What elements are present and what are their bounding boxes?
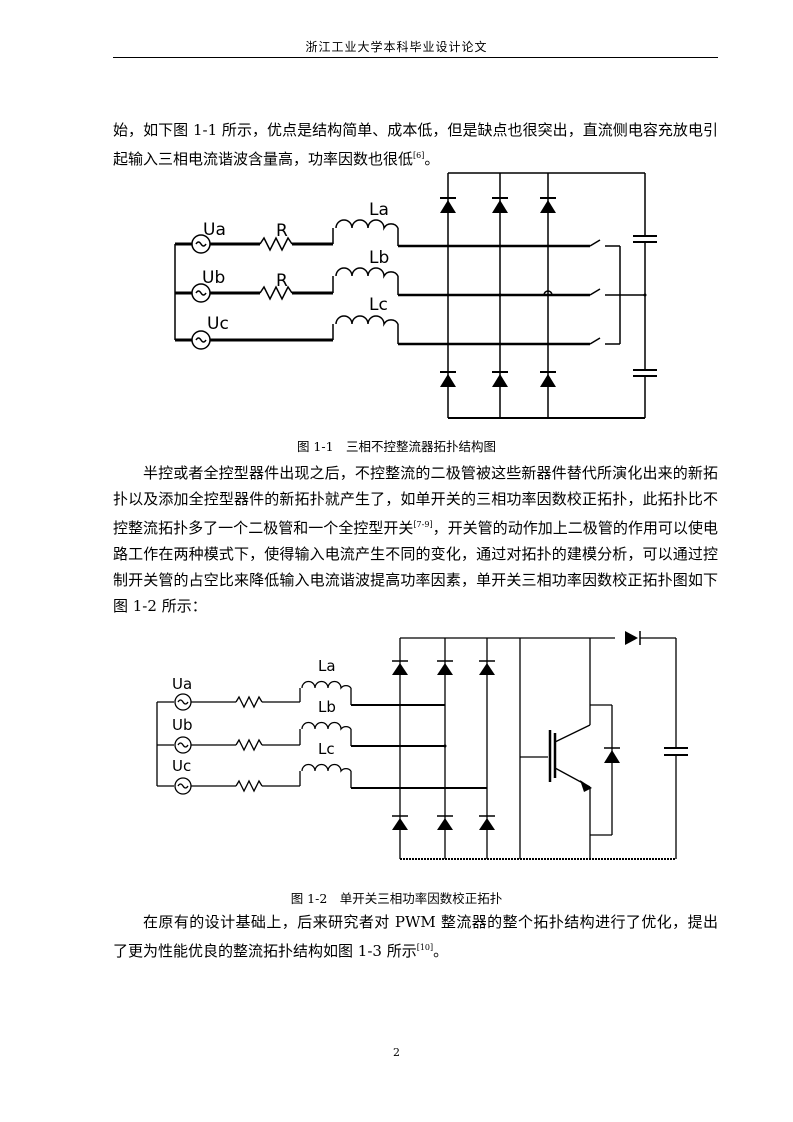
citation-10: [10] xyxy=(416,943,434,952)
label2-lb: Lb xyxy=(318,698,336,716)
diode-upper-2-icon xyxy=(492,197,508,213)
inductor-a2-icon xyxy=(301,680,352,690)
diode2-lower-2-icon xyxy=(437,815,453,830)
diode2-lower-1-icon xyxy=(392,815,408,830)
igbt-arrow-icon xyxy=(580,780,592,792)
diode-lower-1-icon xyxy=(440,371,456,387)
resistor-b2-icon xyxy=(235,738,263,752)
inductor-c2-icon xyxy=(301,763,352,773)
label-lb: Lb xyxy=(369,248,389,268)
header-rule xyxy=(113,57,718,58)
diode2-upper-3-icon xyxy=(479,660,495,675)
figure-1-1-circuit: Ua R La Ub R Lb Uc Lc xyxy=(174,172,657,419)
label-uc: Uc xyxy=(207,314,229,334)
citation-7-9: [7-9] xyxy=(413,520,433,529)
label-ua: Ua xyxy=(203,220,226,240)
paragraph-1-end: 。 xyxy=(424,150,440,168)
diode2-upper-2-icon xyxy=(437,660,453,675)
figure-1-1-caption: 图 1-1 三相不控整流器拓扑结构图 xyxy=(296,439,497,454)
page-header: 浙江工业大学本科毕业设计论文 xyxy=(305,40,488,54)
page-number: 2 xyxy=(393,1046,400,1059)
label2-uc: Uc xyxy=(172,757,191,775)
paragraph-1-text: 始，如下图 1-1 所示，优点是结构简单、成本低，但是缺点也很突出，直流侧电容充… xyxy=(113,121,718,168)
diode2-upper-1-icon xyxy=(392,660,408,675)
diode-upper-3-icon xyxy=(540,197,556,213)
citation-6: [6] xyxy=(413,151,425,160)
paragraph-2: 半控或者全控型器件出现之后，不控整流的二极管被这些新器件替代所演化出来的新拓扑以… xyxy=(113,460,718,619)
resistor-c2-icon xyxy=(235,779,263,793)
resistor-b-icon xyxy=(259,285,293,301)
paragraph-3: 在原有的设计基础上，后来研究者对 PWM 整流器的整个拓扑结构进行了优化，提出了… xyxy=(113,909,718,964)
label2-ub: Ub xyxy=(172,716,193,734)
inductor-c-icon xyxy=(335,315,399,327)
diode-freewheel-icon xyxy=(604,747,620,763)
label2-lc: Lc xyxy=(318,740,335,758)
label-ub: Ub xyxy=(202,268,225,288)
inductor-b2-icon xyxy=(301,721,352,731)
paragraph-3-end: 。 xyxy=(433,942,449,960)
figure-1-2-circuit: Ua Ub Uc La Lb Lc xyxy=(156,631,688,860)
resistor-a-icon xyxy=(259,236,293,252)
paragraph-2-text-a: 半控或者全控型器件出现之后，不控整流的二极管被这些新器件替代所演化出来的新拓扑以… xyxy=(113,464,718,537)
diode2-lower-3-icon xyxy=(479,815,495,830)
diode-boost-icon xyxy=(625,631,641,645)
paragraph-3-text: 在原有的设计基础上，后来研究者对 PWM 整流器的整个拓扑结构进行了优化，提出了… xyxy=(113,913,718,960)
diode-lower-2-icon xyxy=(492,371,508,387)
diode-lower-3-icon xyxy=(540,371,556,387)
inductor-b-icon xyxy=(335,267,399,279)
figure-1-2-caption: 图 1-2 单开关三相功率因数校正拓扑 xyxy=(290,891,503,906)
paragraph-1: 始，如下图 1-1 所示，优点是结构简单、成本低，但是缺点也很突出，直流侧电容充… xyxy=(113,117,718,172)
label-la: La xyxy=(369,200,389,220)
paragraph-2-text-b: ，开关管的动作加上二极管的作用可以使电路工作在两种模式下，使得输入电流产生不同的… xyxy=(113,519,718,615)
diode-upper-1-icon xyxy=(440,197,456,213)
resistor-a2-icon xyxy=(235,695,263,709)
label2-la: La xyxy=(318,657,336,675)
label2-ua: Ua xyxy=(172,675,192,693)
label-r1: R xyxy=(276,221,288,241)
label-r2: R xyxy=(276,271,288,291)
label-lc: Lc xyxy=(369,295,388,315)
inductor-a-icon xyxy=(335,219,399,231)
